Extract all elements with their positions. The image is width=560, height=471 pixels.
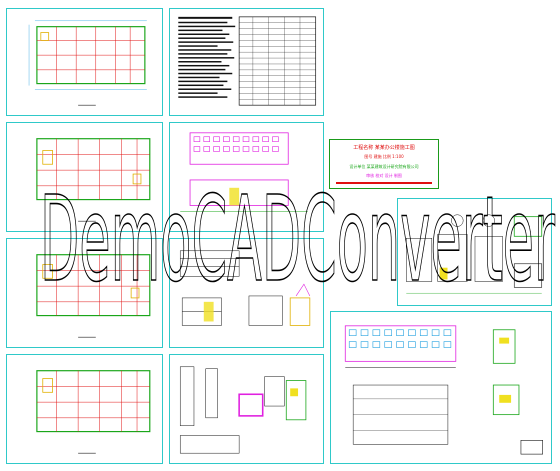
section-drawing — [179, 250, 311, 326]
stair-detail-drawing — [406, 214, 543, 294]
plan-sheet-4[interactable] — [6, 354, 163, 464]
elevation-drawing — [180, 132, 308, 212]
notes-table-drawing — [178, 16, 317, 106]
plan-sheet-2[interactable] — [6, 122, 163, 232]
title-block-line-1: 工程名称 某某办公楼施工图 — [353, 145, 415, 151]
notes-sheet[interactable] — [169, 8, 324, 116]
floor-plan-drawing — [28, 20, 147, 106]
section-sheet[interactable] — [169, 238, 324, 348]
elevation-drawing — [344, 325, 543, 455]
floor-plan-drawing — [36, 138, 151, 222]
detail-drawing — [179, 366, 307, 454]
title-block-bar — [336, 182, 432, 184]
floor-plan-drawing — [36, 254, 151, 338]
stair-detail-sheet[interactable] — [397, 198, 552, 306]
detail-sheet[interactable] — [169, 354, 324, 464]
elevation-sheet[interactable] — [169, 122, 324, 232]
elevation-sheet-2[interactable] — [330, 311, 552, 464]
title-block-line-3: 设计单位 某某建筑设计研究院有限公司 — [349, 164, 419, 169]
title-block-line-2: 图号 建施 比例 1:100 — [364, 154, 404, 159]
floor-plan-drawing — [36, 370, 151, 454]
title-block: 工程名称 某某办公楼施工图 图号 建施 比例 1:100 设计单位 某某建筑设计… — [329, 139, 439, 189]
plan-sheet-3[interactable] — [6, 238, 163, 348]
plan-sheet-1[interactable] — [6, 8, 163, 116]
title-block-line-4: 审核 校对 设计 制图 — [366, 173, 402, 178]
